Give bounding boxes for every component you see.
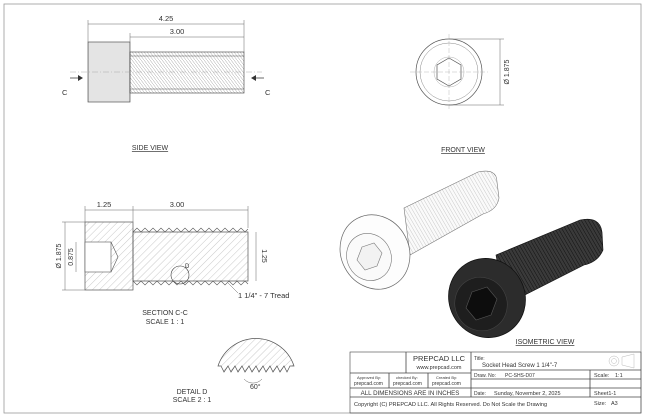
section-view: D 1.25 3.00 Ø 1.875 0.875 1.25 1 1/4" - … bbox=[56, 200, 289, 326]
iso-screw-dark bbox=[448, 218, 604, 338]
scale-label: Scale: bbox=[594, 373, 610, 379]
dim-section-socket: 0.875 bbox=[68, 248, 75, 266]
label-section-title: SECTION C-C bbox=[142, 310, 188, 317]
drawing-no-label: Draw. No: bbox=[474, 373, 496, 379]
dim-section-right: 1.25 bbox=[260, 249, 267, 263]
sheet-value: Sheet1-1 bbox=[594, 391, 616, 397]
label-front-view: FRONT VIEW bbox=[441, 147, 485, 154]
date-label: Date: bbox=[474, 391, 486, 397]
side-shank bbox=[129, 51, 245, 94]
date-value: Sunday, November 2, 2025 bbox=[494, 391, 561, 397]
detail-marker-label: D bbox=[185, 264, 190, 270]
iso-screw-light bbox=[339, 170, 500, 290]
size-label: Size: bbox=[594, 401, 607, 407]
detail-shape bbox=[217, 338, 295, 373]
side-view: 4.25 3.00 C C SIDE VIEW bbox=[62, 14, 271, 152]
dim-side-thread: 3.00 bbox=[170, 27, 185, 36]
label-detail-scale: SCALE 2 : 1 bbox=[173, 397, 212, 404]
label-section-scale: SCALE 1 : 1 bbox=[146, 319, 185, 326]
company-name: PREPCAD LLC bbox=[413, 354, 466, 363]
drawing-no-value: PC-SHS-D07 bbox=[505, 373, 535, 379]
all-dimensions-note: ALL DIMENSIONS ARE IN INCHES bbox=[361, 390, 460, 397]
detail-d-marker bbox=[170, 265, 190, 285]
dim-side-overall: 4.25 bbox=[159, 14, 174, 23]
dim-section-thread: 3.00 bbox=[170, 200, 185, 209]
approved-by-label: Approved By: bbox=[357, 375, 381, 380]
title-value: Socket Head Screw 1 1/4"-7 bbox=[482, 363, 558, 369]
projection-symbol-icon bbox=[608, 353, 635, 369]
created-by-label: Created By: bbox=[436, 375, 457, 380]
front-view: Ø 1.875 FRONT VIEW bbox=[410, 34, 511, 154]
thread-callout: 1 1/4" - 7 Tread bbox=[238, 291, 289, 300]
dim-section-head: 1.25 bbox=[97, 200, 112, 209]
label-detail-title: DETAIL D bbox=[177, 389, 208, 396]
checked-by-value: prepcad.com bbox=[393, 381, 422, 387]
title-block: PREPCAD LLC www.prepcad.com Approved By:… bbox=[349, 351, 642, 414]
company-website: www.prepcad.com bbox=[416, 365, 462, 371]
section-marker-right: C bbox=[265, 88, 271, 97]
detail-view: 60° DETAIL D SCALE 2 : 1 bbox=[173, 338, 295, 404]
approved-by-value: prepcad.com bbox=[354, 381, 383, 387]
size-value: A3 bbox=[611, 401, 618, 407]
label-isometric-view: ISOMETRIC VIEW bbox=[516, 339, 575, 346]
scale-value: 1:1 bbox=[615, 373, 623, 379]
section-marker-left: C bbox=[62, 88, 68, 97]
section-thread-top bbox=[132, 227, 249, 233]
section-thread-bottom bbox=[132, 280, 249, 286]
section-socket bbox=[84, 241, 112, 273]
isometric-view: ISOMETRIC VIEW bbox=[339, 170, 604, 346]
title-label: Title: bbox=[474, 356, 485, 362]
checked-by-label: checked By: bbox=[396, 375, 418, 380]
copyright-note: Copyright (C) PREPCAD LLC. All Rights Re… bbox=[354, 402, 547, 408]
sheet-border bbox=[3, 3, 642, 414]
detail-angle: 60° bbox=[250, 383, 261, 391]
section-shank bbox=[132, 231, 249, 282]
dim-section-head-dia: Ø 1.875 bbox=[56, 243, 63, 268]
label-side-view: SIDE VIEW bbox=[132, 145, 169, 152]
created-by-value: prepcad.com bbox=[432, 381, 461, 387]
dim-front-diameter: Ø 1.875 bbox=[504, 59, 511, 84]
